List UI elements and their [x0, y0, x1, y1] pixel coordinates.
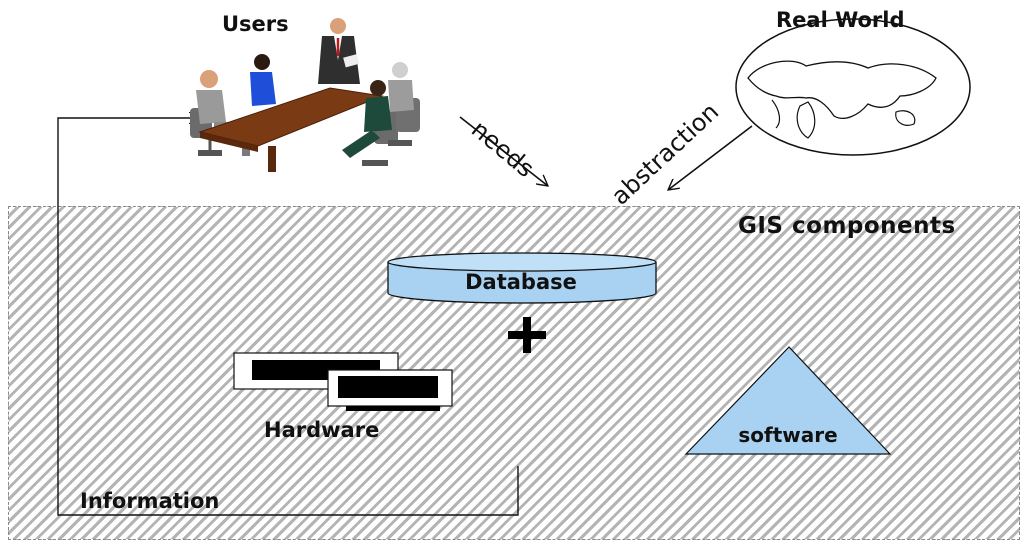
- plus-sign: [508, 317, 546, 353]
- software-triangle: [684, 346, 892, 455]
- computer-icon: [233, 352, 453, 411]
- database-label: Database: [465, 270, 577, 294]
- meeting-users-icon: [190, 18, 420, 172]
- users-title: Users: [222, 12, 289, 36]
- needs-arrow: [459, 116, 548, 186]
- gis-components-title: GIS components: [738, 213, 956, 239]
- real-world-title: Real World: [776, 8, 905, 32]
- database-cylinder: [387, 252, 657, 304]
- abstraction-arrow: [668, 125, 753, 190]
- globe-icon: [735, 18, 971, 156]
- information-flow-line: [57, 118, 519, 516]
- information-label: Information: [80, 489, 220, 513]
- software-label: software: [738, 423, 838, 447]
- hardware-label: Hardware: [264, 418, 380, 442]
